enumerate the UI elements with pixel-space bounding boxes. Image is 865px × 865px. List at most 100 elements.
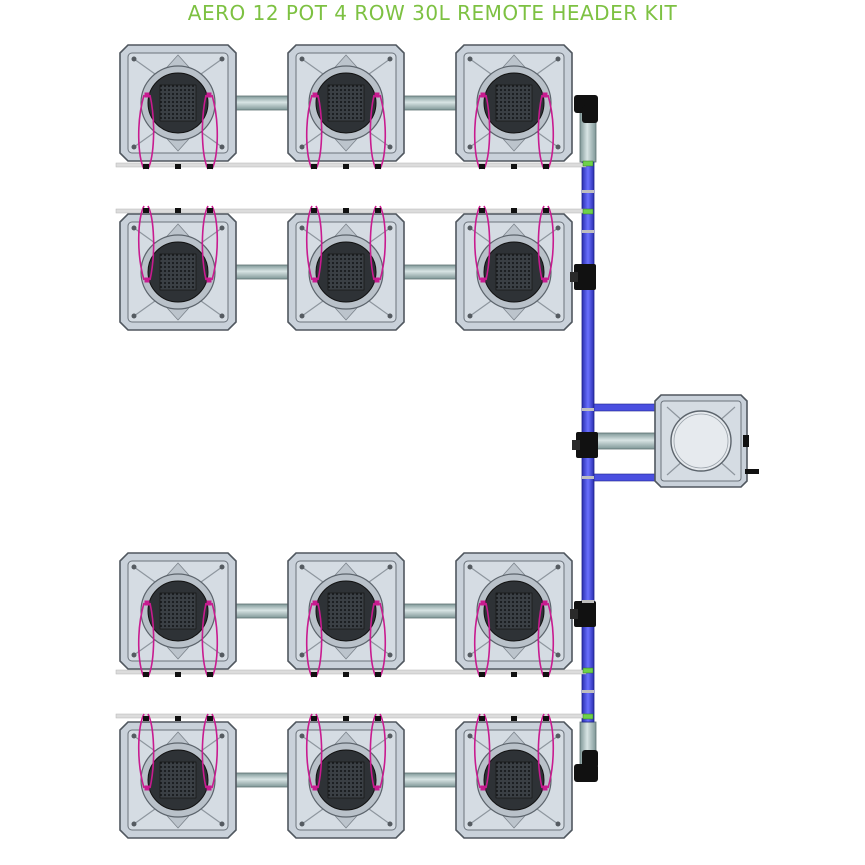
bolt-icon: [219, 144, 225, 150]
sensor-clip: [312, 277, 318, 283]
bolt-icon: [299, 652, 305, 658]
net-pot-mesh: [495, 84, 533, 122]
sensor-clip: [542, 785, 548, 791]
pot-icon: [455, 44, 573, 170]
drain-fitting-icon: [343, 716, 349, 721]
drain-fitting-icon: [543, 164, 549, 169]
bolt-icon: [387, 733, 393, 739]
sensor-wire: [315, 94, 323, 170]
bolt-icon: [387, 56, 393, 62]
reservoir-tank-icon: [654, 394, 759, 488]
pot-icon: [287, 552, 405, 678]
sensor-clip: [542, 92, 548, 98]
drain-fitting-icon: [479, 672, 485, 677]
sensor-wire: [369, 713, 377, 789]
net-pot-mesh: [159, 84, 197, 122]
lid-ribs: [301, 735, 391, 825]
bolt-icon: [387, 225, 393, 231]
sensor-wire: [201, 713, 209, 789]
sensor-wire: [473, 602, 481, 678]
sensor-clip: [480, 785, 486, 791]
lid-ribs: [469, 58, 559, 148]
pot-icon: [455, 713, 573, 839]
sensor-wire: [147, 602, 155, 678]
bolt-icon: [219, 313, 225, 319]
sensor-wire: [137, 713, 145, 789]
bolt-icon: [467, 821, 473, 827]
lid-ribs: [301, 227, 391, 317]
sensor-wire: [211, 602, 219, 678]
bolt-icon: [555, 56, 561, 62]
sensor-clip: [144, 600, 150, 606]
drain-fitting-icon: [175, 672, 181, 677]
bolt-icon: [387, 652, 393, 658]
hose-clip: [582, 690, 594, 693]
bolt-icon: [131, 564, 137, 570]
drain-fitting-icon: [479, 164, 485, 169]
drain-fitting-icon: [375, 716, 381, 721]
sensor-clip: [144, 277, 150, 283]
net-pot-mesh: [327, 761, 365, 799]
drain-fitting-icon: [311, 164, 317, 169]
bolt-icon: [299, 313, 305, 319]
pot-icon: [119, 44, 237, 170]
green-connector-icon: [582, 160, 594, 167]
net-pot-mesh: [159, 592, 197, 630]
sensor-wire: [483, 713, 491, 789]
sensor-wire: [305, 602, 313, 678]
sensor-wire: [483, 205, 491, 281]
sensor-clip: [312, 785, 318, 791]
lid-ribs: [469, 566, 559, 656]
sensor-clip: [144, 92, 150, 98]
drain-fitting-icon: [375, 164, 381, 169]
tee-fitting-stub: [570, 609, 578, 619]
drain-fitting-icon: [543, 672, 549, 677]
connector-pipe: [233, 95, 291, 111]
sensor-clip: [144, 785, 150, 791]
sensor-clip: [480, 600, 486, 606]
sensor-clip: [374, 92, 380, 98]
bolt-icon: [467, 225, 473, 231]
drain-fitting-icon: [143, 164, 149, 169]
bolt-icon: [387, 821, 393, 827]
sensor-wire: [537, 205, 545, 281]
reservoir-lid-ribs: [666, 406, 736, 476]
bolt-icon: [555, 821, 561, 827]
lid-ribs: [133, 227, 223, 317]
bolt-icon: [467, 733, 473, 739]
hose-clip: [582, 408, 594, 411]
elbow-fitting-body: [574, 764, 598, 782]
net-pot-mesh: [327, 253, 365, 291]
sensor-wire: [547, 713, 555, 789]
sensor-wire: [211, 713, 219, 789]
bolt-icon: [219, 821, 225, 827]
drain-fitting-icon: [511, 672, 517, 677]
sensor-wire: [379, 94, 387, 170]
bolt-icon: [555, 144, 561, 150]
hose-clip: [582, 230, 594, 233]
drain-fitting-icon: [207, 208, 213, 213]
bolt-icon: [219, 564, 225, 570]
drain-fitting-icon: [375, 672, 381, 677]
hose-clip: [582, 600, 594, 603]
pots-layer: [119, 44, 573, 839]
drain-fitting-icon: [207, 672, 213, 677]
connector-pipe: [401, 603, 459, 619]
drain-fitting-icon: [511, 716, 517, 721]
pot-icon: [119, 552, 237, 678]
bolt-icon: [131, 56, 137, 62]
bolt-icon: [131, 313, 137, 319]
pot-icon: [119, 205, 237, 331]
reservoir-cable-icon: [745, 469, 759, 474]
sensor-clip: [374, 785, 380, 791]
drain-fitting-icon: [175, 164, 181, 169]
lid-ribs: [469, 227, 559, 317]
tee-fitting-icon: [576, 432, 598, 458]
bolt-icon: [467, 313, 473, 319]
drain-fitting-icon: [343, 208, 349, 213]
connector-pipe: [401, 95, 459, 111]
connector-pipe: [233, 603, 291, 619]
bolt-icon: [299, 144, 305, 150]
sensor-wire: [147, 205, 155, 281]
drain-fitting-icon: [175, 716, 181, 721]
